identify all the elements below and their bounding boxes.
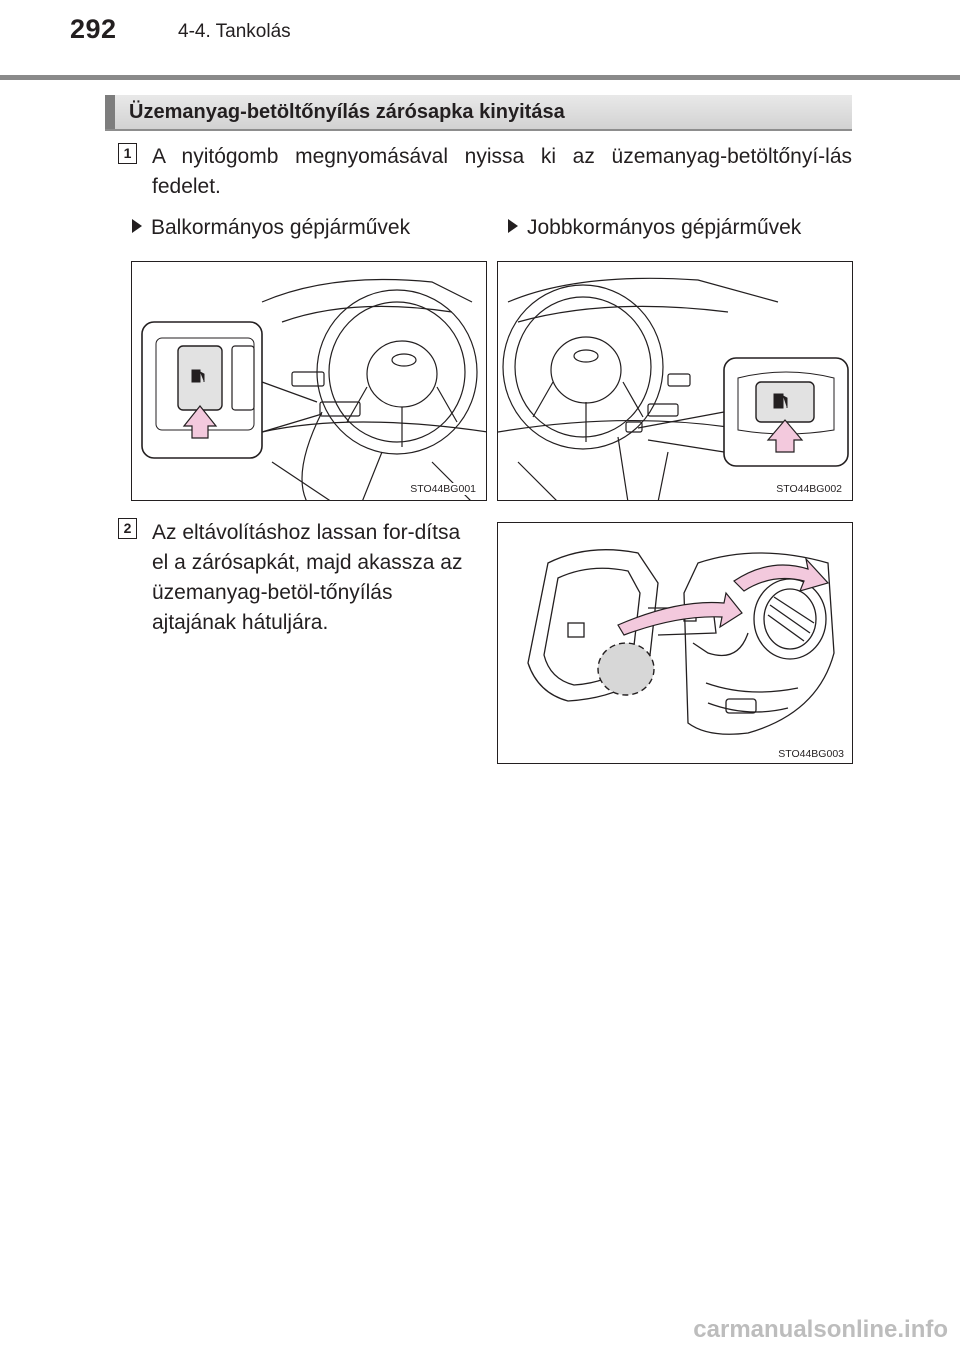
step-2-text: Az eltávolításhoz lassan for-dítsa el a … [152,521,463,634]
variant-right-hand-drive: Jobbkormányos gépjárművek [508,216,801,240]
page-number: 292 [70,14,117,44]
header-rule [0,75,960,80]
step-number-2: 2 [118,518,137,539]
variant-right-label: Jobbkormányos gépjárművek [527,216,802,239]
figure-rhd-dashboard: STO44BG002 [497,261,853,501]
triangle-bullet-icon [508,219,518,233]
figure-code: STO44BG001 [408,483,478,495]
step-1-text: A nyitógomb megnyomásával nyissa ki az ü… [152,145,852,198]
lhd-dashboard-illustration [141,278,486,500]
step-number-1: 1 [118,143,137,164]
title-bar-accent [105,95,115,129]
triangle-bullet-icon [132,219,142,233]
footer-watermark: carmanualsonline.info [693,1316,948,1343]
subsection-title: Üzemanyag-betöltőnyílás zárósapka kinyit… [129,101,565,123]
variant-left-label: Balkormányos gépjárművek [151,216,411,239]
figure-lhd-dashboard: STO44BG001 [131,261,487,501]
rhd-dashboard-illustration [498,277,849,500]
variant-left-hand-drive: Balkormányos gépjárművek [132,216,410,240]
figure-code: STO44BG002 [774,483,844,495]
section-title: 4-4. Tankolás [178,21,291,42]
figure-code: STO44BG003 [776,748,846,760]
figure-fuel-cap-removal: STO44BG003 [497,522,853,764]
subsection-title-bar: Üzemanyag-betöltőnyílás zárósapka kinyit… [105,95,852,131]
fuel-cap-illustration [527,549,835,735]
